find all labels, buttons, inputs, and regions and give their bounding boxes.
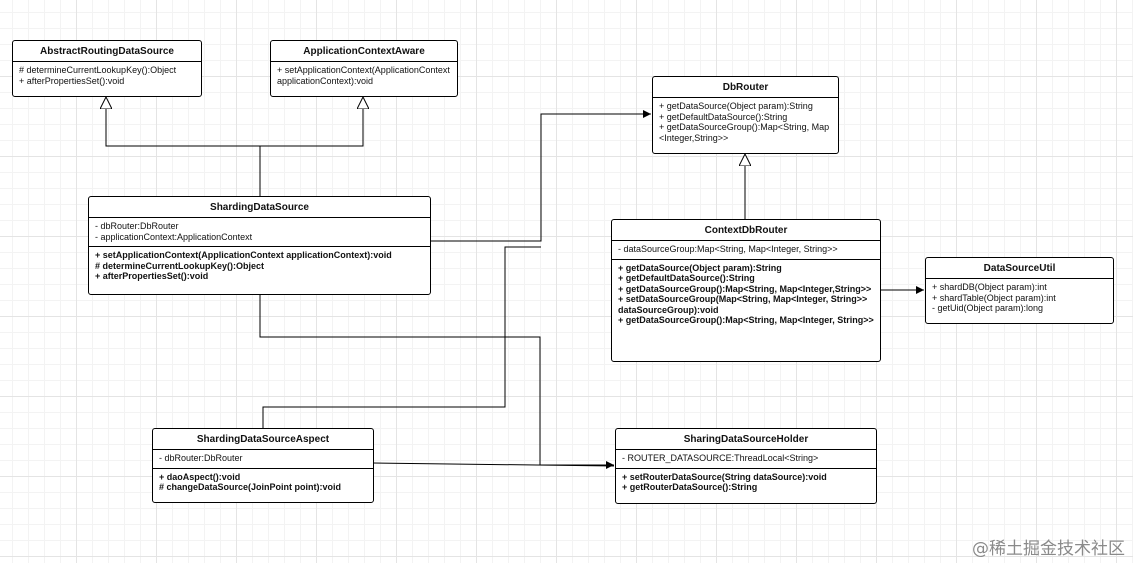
- sharding-datasource-aspect-class[interactable]: ShardingDataSourceAspect - dbRouter:DbRou…: [152, 428, 374, 503]
- assoc-aspect-db-router: [262, 246, 541, 428]
- class-title: AbstractRoutingDataSource: [13, 41, 201, 62]
- class-members: + getDataSource(Object param):String+ ge…: [653, 98, 838, 147]
- class-member: + afterPropertiesSet():void: [19, 75, 125, 86]
- class-title: ContextDbRouter: [612, 220, 880, 241]
- class-members: + setApplicationContext(ApplicationConte…: [271, 62, 457, 90]
- class-member: + getDefaultDataSource():String: [618, 273, 755, 283]
- class-members: + daoAspect():void# changeDataSource(Joi…: [153, 467, 373, 497]
- inherit-abstract-routing: [106, 97, 261, 196]
- datasource-util-class[interactable]: DataSourceUtil+ shardDB(Object param):in…: [925, 257, 1114, 324]
- watermark-text: @稀土掘金技术社区: [972, 539, 1125, 559]
- class-member: # changeDataSource(JoinPoint point):void: [159, 482, 342, 492]
- class-member: + afterPropertiesSet():void: [95, 271, 209, 281]
- class-attributes: - dbRouter:DbRouter: [153, 450, 373, 468]
- class-member: - ROUTER_DATASOURCE:ThreadLocal<String>: [622, 453, 819, 463]
- class-member: + getRouterDataSource():String: [622, 482, 758, 492]
- class-members: # determineCurrentLookupKey():Object+ af…: [13, 62, 201, 90]
- class-title: DbRouter: [653, 77, 838, 98]
- class-title: ShardingDataSource: [89, 197, 430, 218]
- class-member: + getDataSource(Object param):String: [618, 262, 782, 273]
- class-member: + getDefaultDataSource():String: [659, 111, 788, 122]
- class-member: + getDataSourceGroup():Map<String, Map<I…: [618, 283, 872, 294]
- class-member: + shardDB(Object param):int: [932, 282, 1047, 292]
- class-member: + getDataSource(Object param):String: [659, 101, 813, 111]
- class-member: - dbRouter:DbRouter: [95, 221, 179, 231]
- assoc-sharding-db-router: [430, 110, 651, 242]
- class-member: - applicationContext:ApplicationContext: [95, 231, 253, 242]
- class-members: + getDataSource(Object param):String+ ge…: [612, 258, 880, 330]
- context-db-router-class[interactable]: ContextDbRouter - dataSourceGroup:Map<Str…: [611, 219, 881, 362]
- class-title: ApplicationContextAware: [271, 41, 457, 62]
- class-member: # determineCurrentLookupKey():Object: [19, 65, 177, 75]
- db-router-class[interactable]: DbRouter+ getDataSource(Object param):St…: [652, 76, 839, 154]
- class-members: + setRouterDataSource(String dataSource)…: [616, 467, 876, 497]
- sharding-datasource-class[interactable]: ShardingDataSource- dbRouter:DbRouter- a…: [88, 196, 431, 295]
- class-member: - dbRouter:DbRouter: [159, 453, 243, 463]
- class-member: + setRouterDataSource(String dataSource)…: [622, 471, 827, 482]
- class-attributes: - dataSourceGroup:Map<String, Map<Intege…: [612, 241, 880, 259]
- class-member: + getDataSourceGroup():Map<String, Map<I…: [659, 122, 830, 143]
- inherit-app-context-aware: [260, 97, 363, 147]
- class-member: + shardTable(Object param):int: [932, 292, 1056, 303]
- abstract-routing-datasource-class[interactable]: AbstractRoutingDataSource# determineCurr…: [12, 40, 202, 97]
- class-title: DataSourceUtil: [926, 258, 1113, 279]
- class-title: ShardingDataSourceAspect: [153, 429, 373, 450]
- class-member: # determineCurrentLookupKey():Object: [95, 260, 265, 271]
- assoc-aspect-holder: [372, 462, 615, 467]
- class-attributes: - dbRouter:DbRouter- applicationContext:…: [89, 218, 430, 246]
- class-title: SharingDataSourceHolder: [616, 429, 876, 450]
- class-member: + setApplicationContext(ApplicationConte…: [95, 250, 392, 260]
- class-member: + getDataSourceGroup():Map<String, Map<I…: [618, 315, 874, 325]
- application-context-aware-class[interactable]: ApplicationContextAware + setApplicationC…: [270, 40, 458, 97]
- sharing-datasource-holder-class[interactable]: SharingDataSourceHolder - ROUTER_DATASOUR…: [615, 428, 877, 504]
- class-attributes: - ROUTER_DATASOURCE:ThreadLocal<String>: [616, 450, 876, 468]
- class-members: + setApplicationContext(ApplicationConte…: [89, 246, 430, 286]
- class-member: - getUid(Object param):long: [932, 303, 1044, 313]
- class-member: + setApplicationContext(ApplicationConte…: [277, 65, 450, 86]
- class-member: + setDataSourceGroup(Map<String, Map<Int…: [618, 294, 868, 315]
- class-members: + shardDB(Object param):int+ shardTable(…: [926, 279, 1113, 318]
- class-member: - dataSourceGroup:Map<String, Map<Intege…: [618, 244, 838, 254]
- class-member: + daoAspect():void: [159, 471, 241, 482]
